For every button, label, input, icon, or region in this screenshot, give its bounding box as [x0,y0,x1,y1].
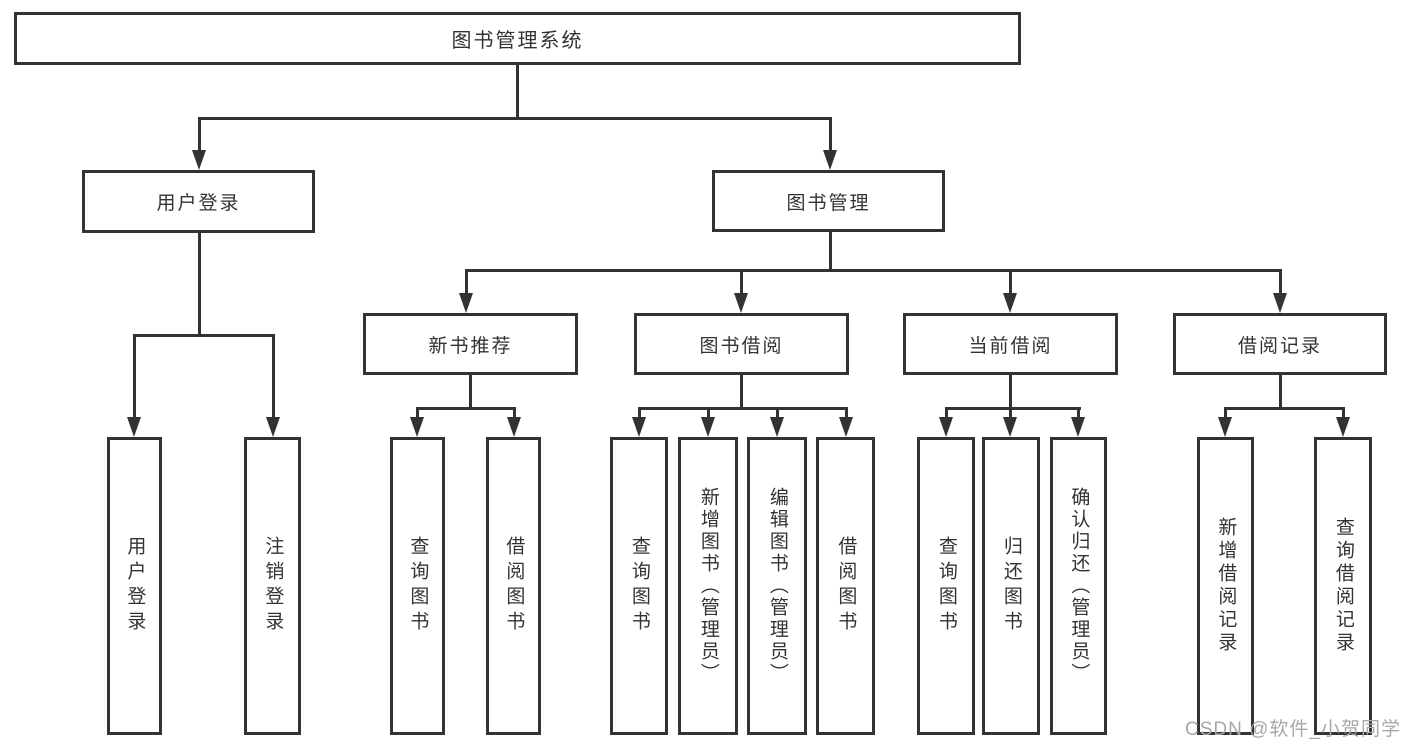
arrow-down-icon [939,417,953,437]
leaf-borrow-add: 新增图书（管理员） [678,437,738,735]
connector-line [945,407,1081,410]
arrow-down-icon [1218,417,1232,437]
node-root: 图书管理系统 [14,12,1021,65]
arrow-down-icon [127,417,141,437]
connector-line [1077,407,1080,420]
leaf-newbook-borrow-label: 借阅图书 [503,536,525,636]
node-current-borrow-label: 当前借阅 [968,335,1053,357]
connector-line [1224,407,1227,420]
connector-line [469,375,472,410]
arrow-down-icon [1071,417,1085,437]
leaf-borrow-borrow: 借阅图书 [816,437,875,735]
leaf-records-query-label: 查询借阅记录 [1332,517,1354,655]
connector-line [1279,269,1282,295]
connector-line [133,334,275,337]
connector-line [513,407,516,420]
leaf-current-confirm: 确认归还（管理员） [1050,437,1107,735]
connector-line [829,232,832,272]
connector-line [198,117,201,153]
arrow-down-icon [823,150,837,170]
connector-line [416,407,419,420]
arrow-down-icon [410,417,424,437]
connector-line [707,407,710,420]
csdn-watermark: CSDN @软件_小贺同学 [1185,719,1401,740]
leaf-current-confirm-label: 确认归还（管理员） [1068,487,1090,685]
arrow-down-icon [770,417,784,437]
leaf-current-return-label: 归还图书 [1000,536,1022,636]
leaf-borrow-add-label: 新增图书（管理员） [697,487,719,685]
leaf-newbook-query: 查询图书 [390,437,445,735]
arrow-down-icon [459,293,473,313]
connector-line [465,269,468,295]
connector-line [638,407,641,420]
arrow-down-icon [1273,293,1287,313]
leaf-user-login: 用户登录 [107,437,162,735]
connector-line [465,269,1282,272]
node-root-label: 图书管理系统 [451,30,584,52]
connector-line [272,334,275,418]
connector-line [1009,375,1012,410]
connector-line [416,407,516,410]
connector-line [1009,269,1012,295]
node-book-borrow-label: 图书借阅 [699,335,784,357]
leaf-borrow-borrow-label: 借阅图书 [835,536,857,636]
node-borrow-records-label: 借阅记录 [1237,335,1322,357]
node-borrow-records: 借阅记录 [1173,313,1387,375]
leaf-logout-label: 注销登录 [262,536,284,636]
connector-line [1009,407,1012,420]
connector-line [776,407,779,420]
arrow-down-icon [701,417,715,437]
arrow-down-icon [192,150,206,170]
arrow-down-icon [734,293,748,313]
leaf-records-add-label: 新增借阅记录 [1215,517,1237,655]
node-user-login: 用户登录 [82,170,315,233]
arrow-down-icon [1003,417,1017,437]
leaf-records-add: 新增借阅记录 [1197,437,1254,735]
connector-line [1279,375,1282,410]
node-book-mgmt-label: 图书管理 [786,192,871,214]
connector-line [1342,407,1345,420]
leaf-newbook-borrow: 借阅图书 [486,437,541,735]
node-book-mgmt: 图书管理 [712,170,945,232]
node-current-borrow: 当前借阅 [903,313,1118,375]
connector-line [845,407,848,420]
connector-line [198,233,201,337]
leaf-borrow-edit-label: 编辑图书（管理员） [766,487,788,685]
node-book-borrow: 图书借阅 [634,313,849,375]
arrow-down-icon [1003,293,1017,313]
connector-line [829,117,832,153]
connector-line [740,375,743,410]
leaf-newbook-query-label: 查询图书 [407,536,429,636]
node-new-book-rec-label: 新书推荐 [428,335,513,357]
connector-line [945,407,948,420]
leaf-current-query-label: 查询图书 [935,536,957,636]
node-new-book-rec: 新书推荐 [363,313,578,375]
connector-line [516,65,519,117]
leaf-records-query: 查询借阅记录 [1314,437,1372,735]
connector-line [133,334,136,418]
arrow-down-icon [266,417,280,437]
leaf-user-login-label: 用户登录 [124,536,146,636]
connector-line [198,117,832,120]
leaf-current-return: 归还图书 [982,437,1040,735]
leaf-borrow-query: 查询图书 [610,437,668,735]
arrow-down-icon [632,417,646,437]
connector-line [638,407,848,410]
arrow-down-icon [839,417,853,437]
connector-line [1224,407,1345,410]
leaf-borrow-edit: 编辑图书（管理员） [747,437,807,735]
arrow-down-icon [507,417,521,437]
arrow-down-icon [1336,417,1350,437]
connector-line [740,269,743,295]
leaf-logout: 注销登录 [244,437,301,735]
leaf-current-query: 查询图书 [917,437,975,735]
leaf-borrow-query-label: 查询图书 [628,536,650,636]
node-user-login-label: 用户登录 [156,193,241,214]
